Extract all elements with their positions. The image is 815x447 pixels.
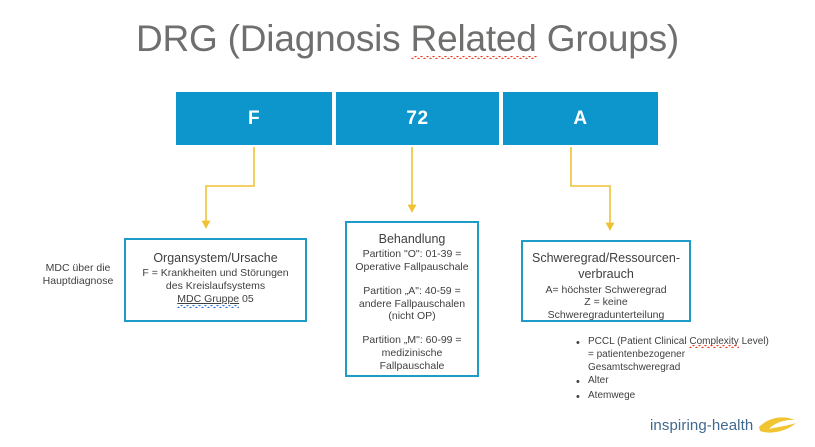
code-segment-f[interactable]: F	[176, 92, 332, 145]
page-title: DRG (Diagnosis Related Groups)	[0, 18, 815, 60]
brand-logo-text: inspiring-health	[650, 416, 754, 434]
bullet-list: • PCCL (Patient Clinical Complexity Leve…	[576, 336, 808, 406]
page-title-misspelled-word: Related	[410, 18, 537, 59]
info-box-organsystem: Organsystem/Ursache F = Krankheiten und …	[124, 238, 307, 322]
info-box-behandlung: Behandlung Partition "O": 01-39 = Operat…	[345, 221, 479, 377]
box-mid-line8: Fallpauschale	[379, 359, 445, 372]
code-segment-a-label: A	[573, 107, 588, 129]
box-left-heading: Organsystem/Ursache	[153, 251, 278, 265]
page-title-part1: DRG (Diagnosis	[135, 18, 411, 59]
bullet-0-continuation2: Gesamtschweregrad	[588, 361, 681, 373]
box-right-line2: Z = keine	[584, 296, 628, 309]
code-segment-72-label: 72	[406, 107, 429, 129]
box-mid-line3: Partition „A": 40-59 =	[363, 284, 461, 297]
bullet-0-pre: PCCL (Patient Clinical	[588, 336, 690, 347]
bullet-text-alter: Alter	[588, 375, 609, 387]
box-right-heading2: verbrauch	[578, 267, 634, 282]
list-item: • Alter	[576, 375, 808, 389]
box-mid-line4: andere Fallpauschalen	[358, 297, 466, 310]
bullet-marker-icon: •	[576, 391, 580, 404]
box-mid-spacer-2	[347, 323, 477, 334]
box-mid-line7: medizinische	[381, 347, 443, 360]
box-right-heading1: Schweregrad/Ressourcen-	[532, 251, 680, 265]
bullet-0-misspelled-word: Complexity	[689, 336, 740, 348]
arrow-a-to-right-box	[570, 147, 615, 231]
code-segment-72[interactable]: 72	[336, 92, 499, 145]
box-left-line1: F = Krankheiten und Störungen	[142, 267, 289, 280]
box-mid-line6: Partition „M": 60-99 =	[362, 334, 462, 347]
drg-code-bar: F 72 A	[176, 92, 658, 145]
box-left-line2: des Kreislaufsystems	[165, 280, 266, 293]
box-mid-line1: Partition "O": 01-39 =	[362, 248, 462, 261]
bullet-text-pccl: PCCL (Patient Clinical Complexity Level)…	[588, 336, 808, 374]
box-right-line3: Schweregradunterteilung	[547, 309, 665, 322]
box-left-line3: MDC Gruppe 05	[126, 292, 305, 308]
side-caption-line1: MDC über die	[45, 262, 111, 274]
box-mid-heading: Behandlung	[378, 232, 446, 246]
box-mid-line5: (nicht OP)	[388, 310, 436, 323]
box-right-line1: A= höchster Schweregrad	[545, 283, 667, 296]
box-mid-line2: Operative Fallpauschale	[355, 261, 469, 274]
box-left-mdc-gruppe-number: 05	[239, 292, 254, 305]
bullet-0-post: Level)	[738, 336, 769, 347]
bullet-0-continuation1: = patientenbezogener	[588, 348, 686, 360]
bullet-text-atemwege: Atemwege	[588, 390, 636, 402]
code-segment-a[interactable]: A	[503, 92, 658, 145]
arrow-f-to-left-box	[201, 147, 255, 229]
box-left-mdc-gruppe-underlined: MDC Gruppe	[177, 292, 240, 308]
code-segment-f-label: F	[247, 107, 261, 129]
list-item: • Atemwege	[576, 390, 808, 404]
info-box-schweregrad: Schweregrad/Ressourcen- verbrauch A= höc…	[521, 240, 691, 322]
bullet-marker-icon: •	[576, 337, 580, 349]
swoosh-icon	[757, 414, 799, 436]
side-caption-line2: Hauptdiagnose	[42, 275, 114, 288]
list-item: • PCCL (Patient Clinical Complexity Leve…	[576, 336, 808, 374]
bullet-marker-icon: •	[576, 376, 580, 389]
page-title-part2: Groups)	[536, 18, 680, 59]
brand-logo: inspiring-health	[650, 414, 799, 436]
side-caption-mdc: MDC über die Hauptdiagnose	[34, 262, 122, 288]
box-mid-spacer-1	[347, 274, 477, 285]
